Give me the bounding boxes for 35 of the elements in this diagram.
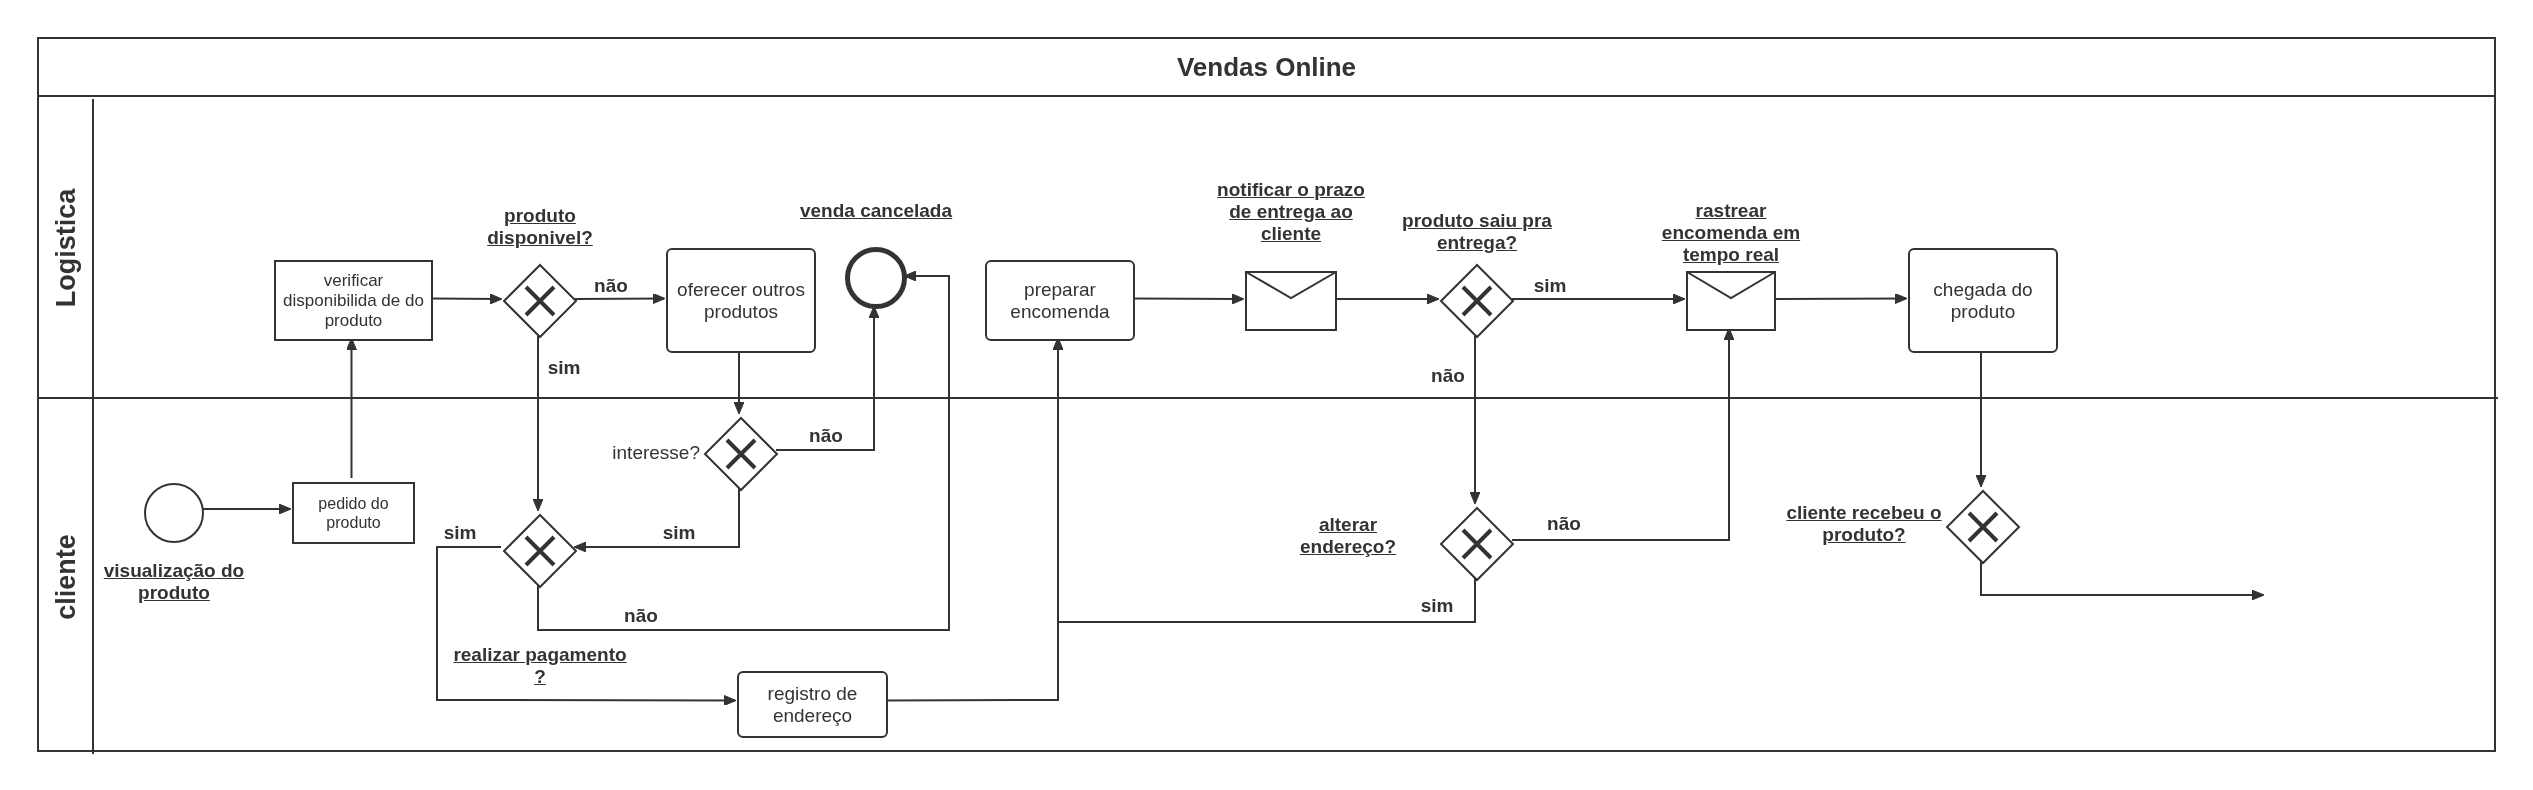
arrow xyxy=(1773,293,1908,305)
shape-label: visualização do produto xyxy=(102,560,246,604)
task-box: registro de endereço xyxy=(737,671,888,738)
task-box: oferecer outros produtos xyxy=(666,248,816,353)
arrow xyxy=(532,335,544,512)
arrow xyxy=(201,503,292,515)
arrow xyxy=(1975,350,1987,488)
task-box: chegada do produto xyxy=(1908,248,2058,353)
pool-frame xyxy=(37,37,2496,752)
lane-label: cliente xyxy=(39,399,94,754)
arrow xyxy=(1511,293,1686,305)
shape-label: notificar o prazo de entrega ao cliente xyxy=(1216,179,1366,245)
shape-label: produto disponivel? xyxy=(486,205,594,249)
shape-label: interesse? xyxy=(611,442,700,464)
arrow xyxy=(1980,559,2265,601)
arrow xyxy=(537,270,950,631)
shape-label: alterar endereço? xyxy=(1298,514,1398,558)
shape-label: venda cancelada xyxy=(798,200,954,222)
task-box: pedido do produto xyxy=(292,482,415,544)
arrow xyxy=(1334,293,1440,305)
pool-title: Vendas Online xyxy=(39,39,2494,97)
arrow xyxy=(733,350,745,415)
shape-label: realizar pagamento ? xyxy=(452,644,628,688)
arrow xyxy=(574,293,666,305)
arrow xyxy=(430,293,503,305)
arrow xyxy=(1132,293,1245,305)
arrow xyxy=(1469,335,1481,505)
arrow xyxy=(436,546,737,706)
task-box: preparar encomenda xyxy=(985,260,1135,341)
shape-label: produto saiu pra entrega? xyxy=(1401,210,1553,254)
arrow xyxy=(573,486,740,553)
task-box: verificar disponibilida de do produto xyxy=(274,260,433,341)
lane-label: Logistica xyxy=(39,99,94,397)
shape-label: cliente recebeu o produto? xyxy=(1785,502,1943,546)
shape-label: rastrear encomenda em tempo real xyxy=(1660,200,1802,266)
